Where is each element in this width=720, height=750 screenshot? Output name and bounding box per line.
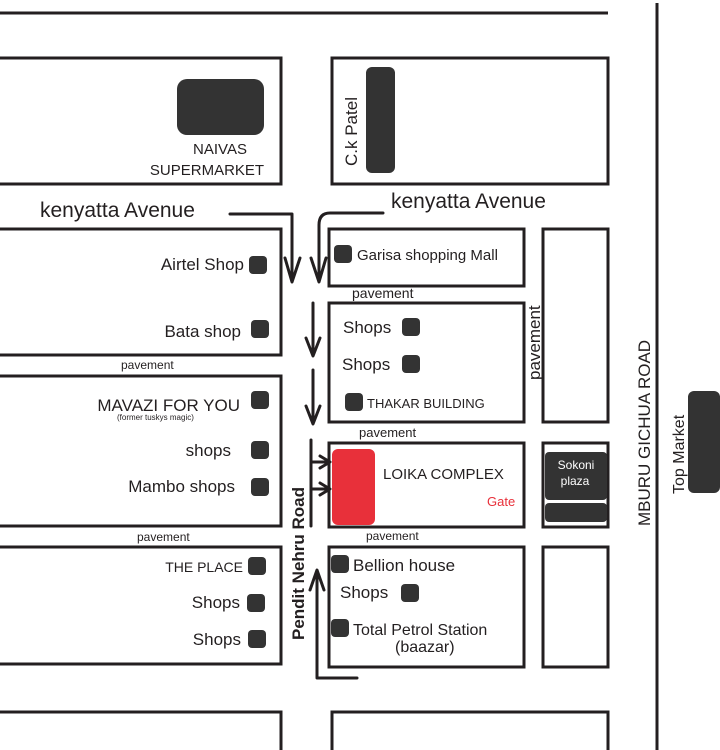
- mavazi-label: MAVAZI FOR YOU: [97, 396, 240, 415]
- airtel-bata-block: [0, 227, 283, 357]
- pavement-label: pavement: [359, 425, 416, 440]
- total-petrol-sublabel: (baazar): [395, 639, 455, 656]
- mavazi-marker: [251, 391, 269, 409]
- shops-marker: [402, 318, 420, 336]
- right-upper-block: [541, 227, 610, 424]
- thakar-building-label: THAKAR BUILDING: [367, 396, 485, 411]
- pavement-label: pavement: [121, 358, 174, 372]
- pavement-label: pavement: [366, 529, 419, 543]
- mambo-shops-label: Mambo shops: [128, 477, 235, 496]
- naivas-block: [0, 56, 283, 186]
- traffic-arrow-loika-in: [309, 438, 332, 528]
- the-place-label: THE PLACE: [165, 559, 243, 575]
- shops-marker: [251, 441, 269, 459]
- ck-patel-building: [366, 67, 395, 173]
- loika-complex-label: LOIKA COMPLEX: [383, 466, 504, 483]
- right-lower-block: [541, 545, 610, 669]
- traffic-arrow-right: [309, 211, 385, 284]
- mavazi-block: [0, 374, 283, 528]
- sokoni-plaza-building: [545, 452, 607, 500]
- mambo-marker: [251, 478, 269, 496]
- bellion-marker: [331, 555, 349, 573]
- shops-label: Shops: [342, 355, 390, 374]
- shops-marker: [247, 594, 265, 612]
- garisa-block: [327, 227, 526, 288]
- traffic-arrow-down-1: [304, 301, 322, 358]
- shops-label: shops: [186, 441, 231, 460]
- shops-label: Shops: [340, 583, 388, 602]
- mburu-gichua-road-label: MBURU GICHUA ROAD: [635, 340, 654, 526]
- traffic-arrow-down-2: [304, 368, 322, 426]
- bottom-mid-block: [330, 710, 610, 750]
- loika-complex-building: [332, 449, 375, 525]
- shops-label: Shops: [193, 630, 241, 649]
- top-market-label: Top Market: [671, 414, 688, 494]
- pavement-label: pavement: [352, 285, 414, 301]
- sokoni-plaza-label: plaza: [561, 474, 590, 488]
- naivas-building: [177, 79, 264, 135]
- pendit-nehru-road-label: Pendit Nehru Road: [289, 487, 308, 640]
- sokoni-plaza-annex: [545, 503, 607, 522]
- thakar-marker: [345, 393, 363, 411]
- shops-marker: [248, 630, 266, 648]
- traffic-arrow-left: [228, 212, 302, 284]
- top-market-building: [688, 391, 720, 493]
- bata-marker: [251, 320, 269, 338]
- kenyatta-avenue-label-left: kenyatta Avenue: [40, 199, 195, 222]
- airtel-marker: [249, 256, 267, 274]
- sokoni-block: [541, 441, 610, 529]
- gate-label: Gate: [487, 494, 515, 509]
- shops-label: Shops: [343, 318, 391, 337]
- shops-label: Shops: [192, 593, 240, 612]
- thakar-block: [327, 301, 526, 424]
- pavement-label: pavement: [137, 530, 190, 544]
- bellion-block: [327, 545, 526, 669]
- the-place-block: [0, 545, 283, 666]
- garisa-mall-label: Garisa shopping Mall: [357, 247, 498, 264]
- total-marker: [331, 619, 349, 637]
- traffic-arrow-up: [308, 568, 359, 680]
- airtel-shop-label: Airtel Shop: [161, 255, 244, 274]
- the-place-marker: [248, 557, 266, 575]
- loika-block: [327, 441, 526, 529]
- bottom-left-block: [0, 710, 283, 750]
- sokoni-plaza-label: Sokoni: [558, 458, 595, 472]
- ck-patel-block: [330, 56, 610, 186]
- pavement-label-vertical: pavement: [525, 305, 544, 380]
- bellion-house-label: Bellion house: [353, 556, 455, 575]
- bata-shop-label: Bata shop: [164, 322, 241, 341]
- kenyatta-avenue-label-right: kenyatta Avenue: [391, 190, 546, 213]
- mavazi-subtitle: (former tuskys magic): [117, 413, 194, 422]
- naivas-label: SUPERMARKET: [150, 162, 264, 179]
- garisa-marker: [334, 245, 352, 263]
- shops-marker: [401, 584, 419, 602]
- total-petrol-label: Total Petrol Station: [353, 622, 487, 639]
- ck-patel-label: C.k Patel: [342, 97, 361, 166]
- naivas-label: NAIVAS: [193, 141, 247, 158]
- shops-marker: [402, 355, 420, 373]
